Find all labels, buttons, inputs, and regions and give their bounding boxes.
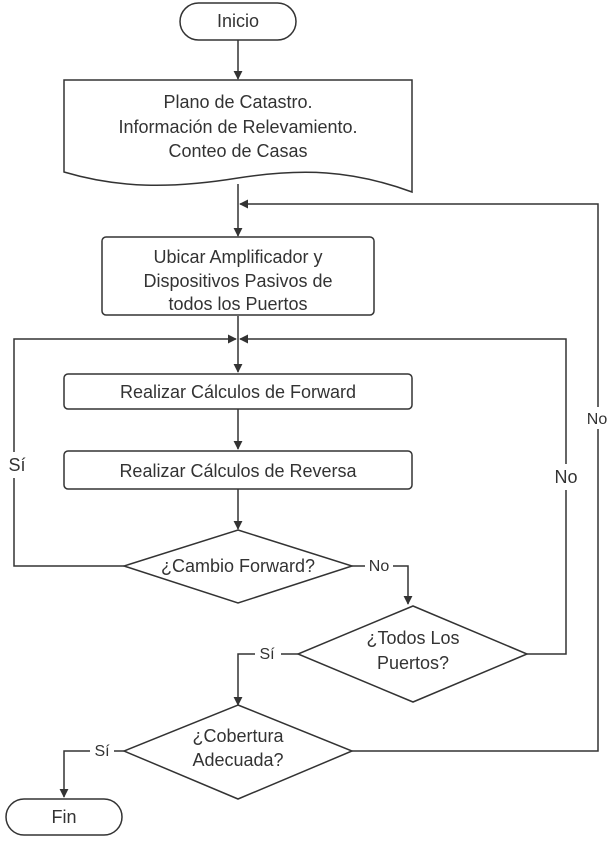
reverse-calc-label: Realizar Cálculos de Reversa [119,461,357,481]
coverage-no-label-bg [584,407,612,429]
all-ports-line-2: Puertos? [377,653,449,673]
document-line-2: Información de Relevamiento. [118,117,357,137]
forward-calc-process [63,373,413,410]
document-line-1: Plano de Catastro. [163,92,312,112]
all-ports-decision [296,605,529,703]
forward-change-label: ¿Cambio Forward? [161,556,315,576]
coverage-yes-label-bg [90,740,114,760]
forward-no-label: No [369,558,390,575]
coverage-line-1: ¿Cobertura [192,726,284,746]
coverage-decision [122,704,354,800]
place-line-1: Ubicar Amplificador y [153,247,322,267]
document-line-3: Conteo de Casas [168,141,307,161]
place-line-2: Dispositivos Pasivos de [143,271,332,291]
end-label: Fin [51,807,76,827]
place-devices-process [101,236,375,316]
start-label: Inicio [217,11,259,31]
ports-no-label: No [554,467,577,487]
coverage-no-label: No [587,411,608,428]
all-ports-line-1: ¿Todos Los [366,628,459,648]
ports-no-label-bg [550,464,582,490]
reverse-calc-process [63,450,413,490]
forward-yes-label-bg [2,452,32,478]
ports-yes-label-bg [255,643,281,663]
forward-no-label-bg [365,557,393,575]
ports-yes-label: Sí [259,646,275,663]
forward-yes-label: Sí [8,455,25,475]
place-line-3: todos los Puertos [168,294,307,314]
input-document [63,79,413,194]
forward-change-decision [121,529,355,604]
coverage-yes-label: Sí [94,743,110,760]
coverage-line-2: Adecuada? [192,750,283,770]
edge-ports-no-loop [239,334,567,655]
end-terminator [5,798,123,836]
edge-coverage-no-loop [239,199,599,752]
start-terminator [179,2,297,41]
forward-calc-label: Realizar Cálculos de Forward [120,382,356,402]
